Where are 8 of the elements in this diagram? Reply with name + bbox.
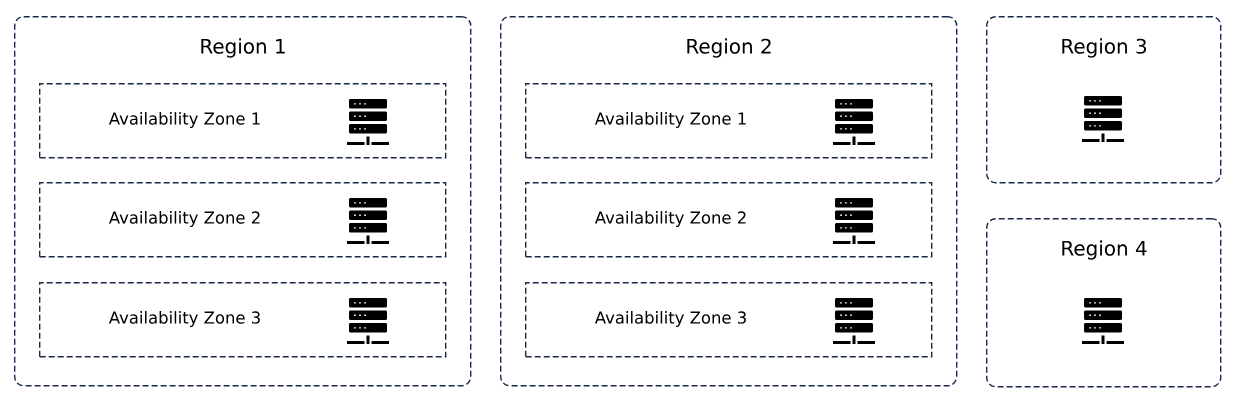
zone-box: Availability Zone 3 — [39, 282, 447, 358]
zone-box: Availability Zone 2 — [525, 182, 933, 258]
zone-box: Availability Zone 1 — [525, 83, 933, 159]
region-box: Region 4 — [986, 218, 1222, 388]
zone-box: Availability Zone 3 — [525, 282, 933, 358]
zone-box: Availability Zone 2 — [39, 182, 447, 258]
region-box: Region 3 — [986, 16, 1222, 184]
zone-box: Availability Zone 1 — [39, 83, 447, 159]
